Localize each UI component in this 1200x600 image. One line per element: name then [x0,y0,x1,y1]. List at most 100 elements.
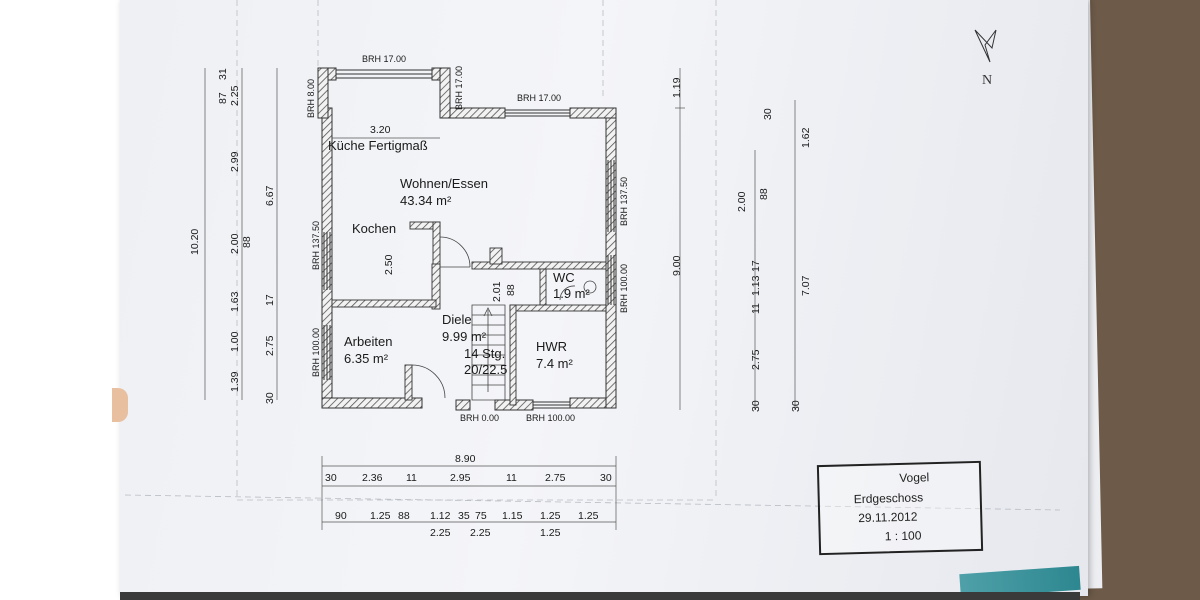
room-name-diele: Diele [442,312,472,327]
room-name-hwr: HWR [536,339,567,354]
dim-total-width: 8.90 [455,453,476,465]
room-area-diele: 9.99 m² [442,329,487,344]
dim-label: 30 [790,400,802,412]
title-floor: Erdgeschoss [853,490,924,507]
dim-label: 17 [750,260,762,272]
room-labels: Wohnen/Essen 43.34 m² Kochen WC 1.9 m² D… [328,138,591,377]
room-area-hwr: 7.4 m² [536,356,574,371]
dim-label: 88 [505,284,517,296]
room-area-wohnen: 43.34 m² [400,193,452,208]
dim-label: 75 [475,510,487,522]
brh-label: BRH 100.00 [619,264,629,313]
dim-label: 2.50 [383,254,395,275]
bottom-dimension-row-2: 90 1.25 88 1.12 35 75 1.15 1.25 1.25 [335,510,599,522]
dim-label: 30 [264,392,276,404]
left-dimension-inner: 30 2.75 17 6.67 [264,185,276,404]
dim-label: 11 [506,472,517,484]
dim-label: 11 [750,303,762,314]
dim-label: 2.75 [264,335,276,356]
interior-dimensions: 3.20 2.50 2.01 88 [332,124,517,302]
title-date: 29.11.2012 [858,509,918,526]
dim-label: 88 [398,510,410,522]
title-scale: 1 : 100 [884,528,922,544]
brh-label: BRH 137.50 [619,177,629,226]
dim-right-top: 1.19 [671,77,683,98]
dim-label: 2.95 [450,472,471,484]
dim-label: 90 [335,510,347,522]
title-block: Vogel Erdgeschoss 29.11.2012 1 : 100 [816,460,984,556]
right-dimension-b: 30 7.07 1.62 30 [762,108,812,412]
dim-label: 1.15 [502,510,523,522]
brh-label: BRH 0.00 [460,413,499,423]
bottom-shadow [120,592,1080,600]
brh-label: BRH 100.00 [311,328,321,377]
blueprint-paper [120,0,1088,596]
dim-label: 2.00 [736,191,748,212]
dim-label: 1.25 [370,510,391,522]
dim-label: 1.63 [229,291,241,312]
dim-label: 1.62 [800,127,812,148]
left-dimension-outer: 1.39 1.00 1.63 2.00 88 2.99 2.25 87 31 [217,68,253,392]
brh-label: BRH 17.00 [362,54,406,64]
dim-label: 1.25 [540,527,561,539]
room-name-arbeiten: Arbeiten [344,334,392,349]
brh-label: BRH 137.50 [311,221,321,270]
dim-label: 17 [264,294,276,306]
thumb [112,388,128,422]
room-name-kochen: Kochen [352,221,396,236]
room-name-wohnen: Wohnen/Essen [400,176,488,191]
stair-count: 14 Stg. [464,346,505,361]
dim-label: 2.25 [470,527,491,539]
brh-label: BRH 100.00 [526,413,575,423]
windows [323,69,615,409]
brh-label: BRH 17.00 [517,93,561,103]
dim-label: 30 [762,108,774,120]
dim-label: 2.75 [750,349,762,370]
north-arrow-icon: N [974,29,997,88]
right-dimension-lines [675,68,796,410]
dim-right-total: 9.00 [671,255,683,276]
dim-label: 1.00 [229,331,241,352]
north-label: N [982,73,992,88]
brh-label: BRH 17.00 [454,66,464,110]
dim-label: 3.20 [370,124,391,136]
dim-label: 1.13 [750,275,762,296]
dim-label: 30 [325,472,337,484]
doors-stairs [411,236,597,401]
dim-label: 2.99 [229,151,241,172]
walls-interior [331,221,607,406]
dim-label: 30 [750,400,762,412]
room-area-wc: 1.9 m² [553,286,591,301]
room-area-arbeiten: 6.35 m² [344,351,389,366]
dim-label: 2.01 [491,281,503,302]
dim-label: 30 [600,472,612,484]
dim-label: 11 [406,472,417,484]
dim-label: 6.67 [264,185,276,206]
bottom-dimension-row-1: 30 2.36 11 2.95 11 2.75 30 [325,472,612,484]
room-name-kueche: Küche Fertigmaß [328,138,428,153]
room-name-wc: WC [553,270,575,285]
dim-label: 2.25 [430,527,451,539]
dim-label: 88 [241,236,253,248]
dim-label: 2.00 [229,233,241,254]
dim-label: 2.36 [362,472,383,484]
stair-rise: 20/22.5 [464,362,507,377]
dim-label: 87 [217,92,229,104]
dim-label: 7.07 [800,275,812,296]
guide-lines [124,0,1061,511]
title-owner: Vogel [899,470,930,486]
dim-total-height: 10.20 [189,229,201,255]
dim-label: 1.25 [578,510,599,522]
brh-label: BRH 8.00 [306,79,316,118]
dim-label: 2.25 [229,85,241,106]
bottom-dimension-row-3: 2.25 2.25 1.25 [430,527,561,539]
right-dimension-a: 30 2.75 11 1.13 17 2.00 88 [736,188,770,412]
dim-label: 2.75 [545,472,566,484]
dim-label: 35 [458,510,470,522]
window-labels: BRH 17.00 BRH 17.00 BRH 17.00 BRH 8.00 B… [306,54,629,423]
dim-label: 1.25 [540,510,561,522]
bottom-dimension-lines [321,456,617,530]
left-dimension-lines [204,68,278,400]
dim-label: 88 [758,188,770,200]
